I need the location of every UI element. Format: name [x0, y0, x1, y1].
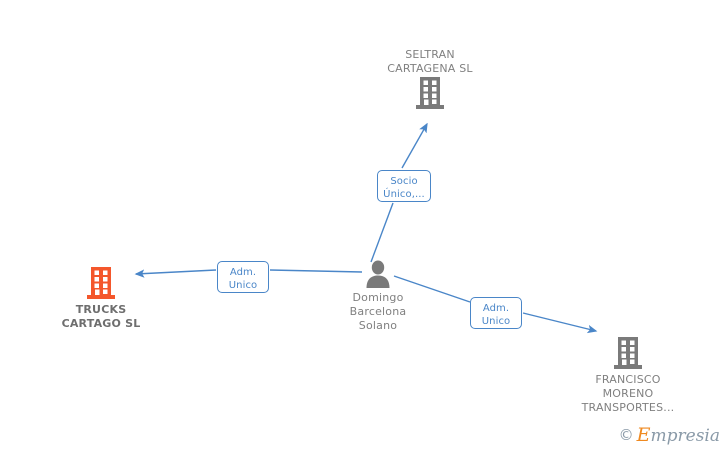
empresia-watermark: © Empresia	[619, 426, 720, 445]
brand-rest: mpresia	[650, 426, 721, 446]
edge-domingo-to-socio-box	[370, 202, 394, 263]
edge-socio-box-to-seltran	[401, 122, 428, 169]
copyright-icon: ©	[618, 426, 634, 444]
edge-adm-right-box-to-francisco	[522, 312, 598, 334]
node-trucks-cartago[interactable]: TRUCKS CARTAGO SL	[26, 266, 176, 331]
node-seltran-cartagena[interactable]: SELTRAN CARTAGENA SL	[355, 48, 505, 113]
node-domingo-barcelona-solano[interactable]: Domingo Barcelona Solano	[303, 260, 453, 333]
relation-label-adm-unico-trucks[interactable]: Adm. Unico	[217, 261, 269, 293]
company-building-icon	[355, 76, 505, 110]
node-label-domingo: Domingo Barcelona Solano	[349, 291, 407, 332]
company-building-icon	[553, 336, 703, 370]
relation-label-adm-unico-francisco[interactable]: Adm. Unico	[470, 297, 522, 329]
node-label-seltran: SELTRAN CARTAGENA SL	[387, 48, 473, 75]
node-francisco-moreno-transportes[interactable]: FRANCISCO MORENO TRANSPORTES...	[553, 336, 703, 415]
node-label-francisco-moreno: FRANCISCO MORENO TRANSPORTES...	[581, 373, 675, 414]
relation-label-socio-unico[interactable]: Socio Único,...	[377, 170, 431, 202]
node-label-trucks-cartago: TRUCKS CARTAGO SL	[61, 303, 141, 330]
person-icon	[303, 260, 453, 288]
brand-wordmark: Empresia	[637, 426, 720, 445]
company-building-icon-highlight	[26, 266, 176, 300]
brand-initial: E	[636, 424, 651, 446]
